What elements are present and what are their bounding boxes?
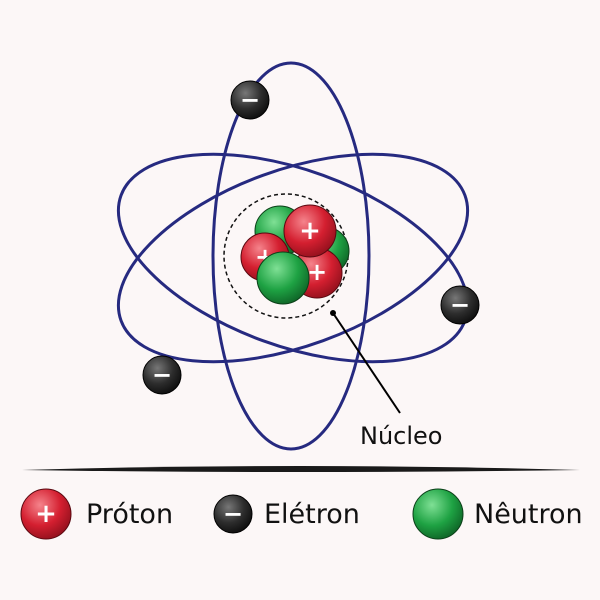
legend-item-electron: − Elétron: [213, 494, 360, 534]
electron-minus-glyph: −: [240, 86, 260, 114]
proton-plus-glyph: +: [299, 216, 321, 246]
legend-item-neutron: Nêutron: [412, 488, 583, 540]
neutron-particle: [256, 251, 310, 305]
proton-particle: [283, 204, 337, 258]
electron-minus-glyph: −: [152, 361, 172, 389]
legend: + Próton − Elétron Nêutron: [20, 488, 583, 540]
nucleus-label: Núcleo: [360, 422, 442, 450]
electron-particle: [230, 80, 270, 120]
neutron-legend-label: Nêutron: [474, 499, 583, 530]
electrons: − − −: [142, 80, 480, 395]
nucleus-pointer-line: [332, 312, 401, 414]
nucleus-pointer-dot: [330, 310, 336, 316]
orbit-diagonal-a: [116, 152, 470, 364]
neutron-legend-swatch: [412, 488, 464, 540]
orbit-vertical: [211, 61, 371, 451]
nucleus: + + +: [240, 204, 350, 305]
proton-legend-label: Próton: [86, 499, 173, 530]
electron-particle: [440, 285, 480, 325]
legend-separator: [22, 466, 580, 472]
proton-legend-swatch: [20, 488, 72, 540]
electron-legend-label: Elétron: [264, 499, 360, 530]
electron-legend-glyph: −: [223, 500, 243, 528]
electron-particle: [142, 355, 182, 395]
legend-item-proton: + Próton: [20, 488, 173, 540]
electron-minus-glyph: −: [450, 291, 470, 319]
proton-legend-glyph: +: [35, 499, 57, 529]
proton-plus-glyph: +: [307, 258, 327, 286]
electron-legend-swatch: [213, 494, 253, 534]
